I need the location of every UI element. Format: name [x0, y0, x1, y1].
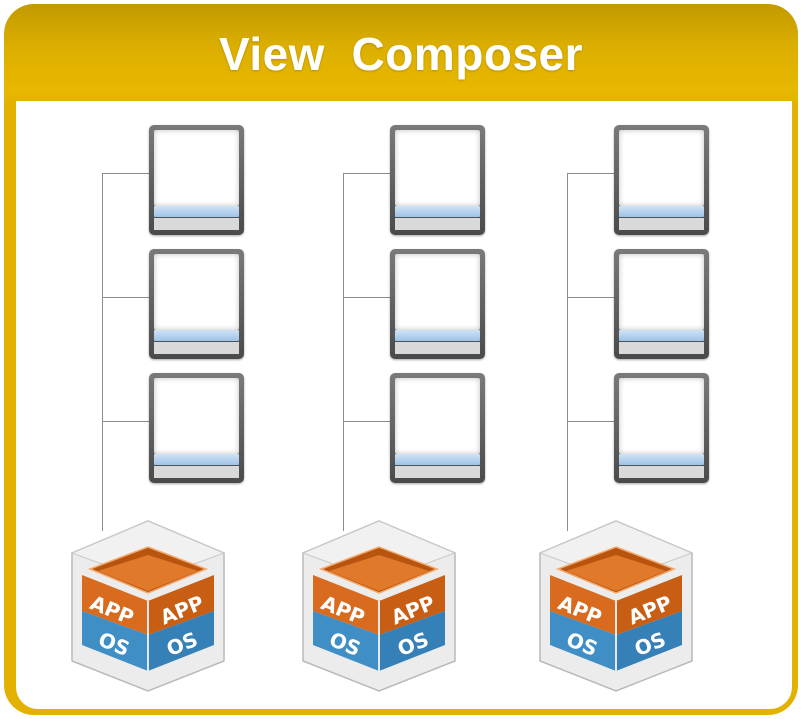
diagram-title: View Composer [218, 28, 584, 80]
vm-screen [395, 254, 480, 330]
vm-footer [395, 342, 480, 354]
vm-footer [395, 466, 480, 478]
cube-top-inner [566, 555, 666, 591]
connector-branch [102, 173, 149, 174]
vm-os-bar [154, 330, 239, 341]
app-face-right [616, 575, 682, 635]
vm-screen [154, 378, 239, 454]
vm-screen [154, 130, 239, 206]
linked-clone-vm-icon [390, 373, 485, 483]
linked-clone-vm-icon [149, 125, 244, 235]
vm-os-bar [154, 454, 239, 465]
connector-branch [567, 173, 614, 174]
os-face-left [82, 611, 148, 671]
vm-footer [154, 466, 239, 478]
vm-os-bar [619, 454, 704, 465]
connector-branch [343, 297, 390, 298]
linked-clone-vm-icon [614, 125, 709, 235]
os-face-right [616, 611, 682, 671]
vm-screen [619, 378, 704, 454]
vm-os-bar [395, 330, 480, 341]
app-face-left [82, 575, 148, 635]
linked-clone-vm-icon [614, 249, 709, 359]
connector-branch [102, 297, 149, 298]
connector-branch [102, 421, 149, 422]
os-face-right [148, 611, 214, 671]
linked-clone-vm-icon [390, 249, 485, 359]
linked-clone-vm-icon [390, 125, 485, 235]
connector-branch [343, 173, 390, 174]
vm-os-bar [619, 206, 704, 217]
os-face-left [313, 611, 379, 671]
app-face-right [379, 575, 445, 635]
vm-footer [619, 218, 704, 230]
vm-footer [619, 342, 704, 354]
app-face-right [148, 575, 214, 635]
connector-trunk [102, 173, 103, 531]
vm-os-bar [619, 330, 704, 341]
vm-os-bar [154, 206, 239, 217]
connector-branch [343, 421, 390, 422]
vm-screen [619, 130, 704, 206]
vm-footer [395, 218, 480, 230]
os-face-left [550, 611, 616, 671]
vm-screen [619, 254, 704, 330]
linked-clone-vm-icon [614, 373, 709, 483]
linked-clone-vm-icon [149, 373, 244, 483]
cube-top-inner [98, 555, 198, 591]
vm-footer [619, 466, 704, 478]
vm-os-bar [395, 454, 480, 465]
os-face-right [379, 611, 445, 671]
cube-top-inner [329, 555, 429, 591]
vm-screen [395, 378, 480, 454]
connector-trunk [343, 173, 344, 531]
app-face-left [313, 575, 379, 635]
app-face-left [550, 575, 616, 635]
vm-screen [154, 254, 239, 330]
linked-clone-vm-icon [149, 249, 244, 359]
connector-trunk [567, 173, 568, 531]
connector-branch [567, 421, 614, 422]
vm-footer [154, 342, 239, 354]
vm-footer [154, 218, 239, 230]
vm-os-bar [395, 206, 480, 217]
connector-branch [567, 297, 614, 298]
vm-screen [395, 130, 480, 206]
